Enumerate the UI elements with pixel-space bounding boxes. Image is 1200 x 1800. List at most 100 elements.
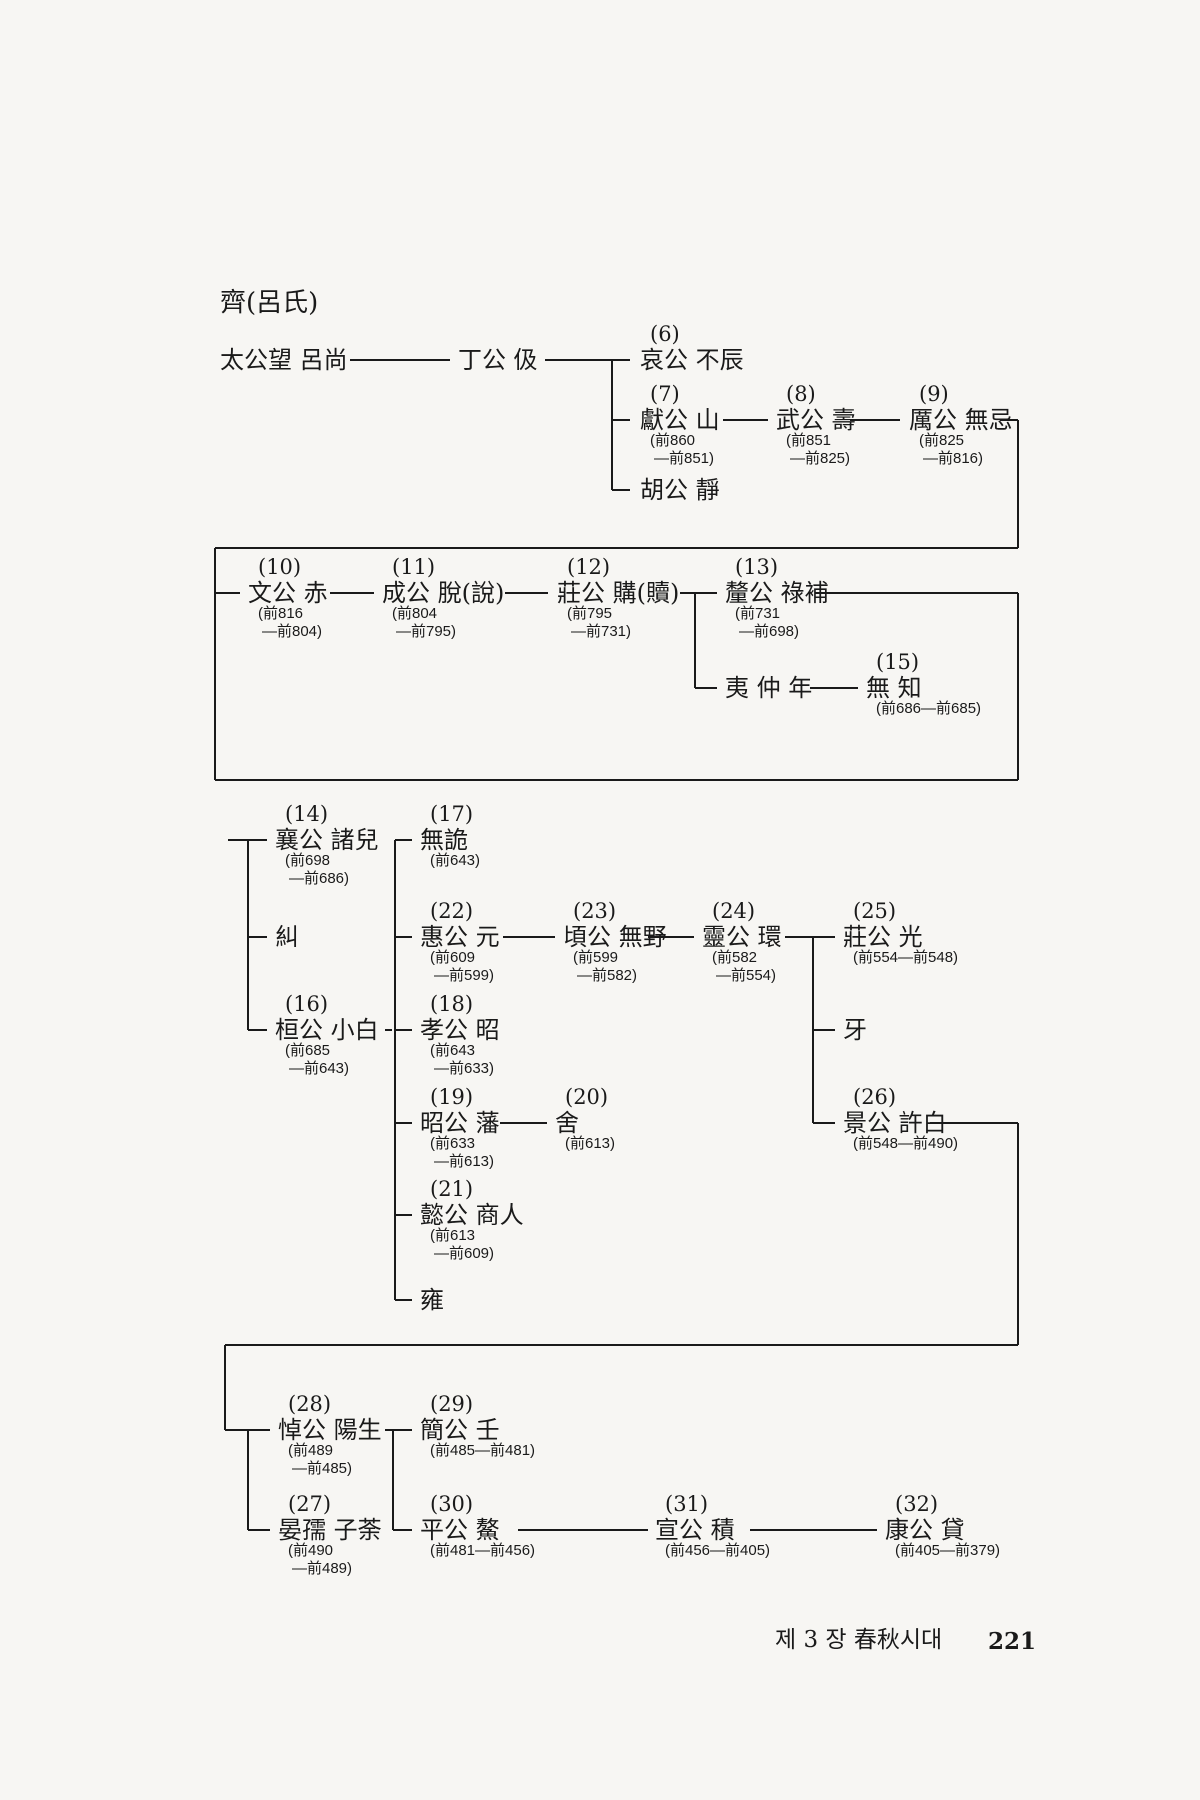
reign-dates-xiangong: (前860 [650, 432, 696, 449]
ruler-name-dinggong: 丁公 伋 [458, 346, 538, 374]
reign-dates-end-zhaogong: —前613) [434, 1153, 495, 1170]
ruler-name-huigong: 惠公 元 [420, 923, 500, 951]
reign-dates-end-huigong: —前599) [434, 967, 495, 984]
reign-dates-zhuanggong: (前795 [567, 605, 613, 622]
reign-dates-xianggong: (前698 [285, 852, 331, 869]
reign-dates-end-yigong: —前609) [434, 1245, 495, 1262]
reign-dates-yanru: (前490 [288, 1542, 334, 1559]
reign-number-wugong: (8) [786, 382, 816, 406]
ruler-name-jiu: 糾 [275, 923, 299, 951]
ruler-name-yanru: 晏孺 子荼 [278, 1516, 382, 1544]
reign-dates-end-xigong: —前698) [739, 623, 800, 640]
reign-number-xuangong: (31) [665, 1492, 709, 1516]
reign-dates-yigong: (前613 [430, 1227, 476, 1244]
reign-number-xiangong: (7) [650, 382, 680, 406]
ruler-name-yong: 雍 [420, 1286, 444, 1314]
ruler-name-ligong: 厲公 無忌 [909, 406, 1013, 434]
reign-dates-zhuanggong2: (前554—前548) [853, 949, 959, 966]
reign-number-yanru: (27) [288, 1492, 332, 1516]
reign-dates-xigong: (前731 [735, 605, 781, 622]
reign-number-linggong: (24) [712, 899, 756, 923]
reign-dates-wugong: (前851 [786, 432, 832, 449]
reign-number-ligong: (9) [919, 382, 949, 406]
reign-number-zhuanggong: (12) [567, 555, 611, 579]
ruler-name-linggong: 靈公 環 [702, 923, 782, 951]
ruler-name-xianggong: 襄公 諸兒 [275, 826, 379, 854]
ruler-name-she: 舍 [555, 1109, 579, 1137]
reign-number-zhaogong: (19) [430, 1085, 474, 1109]
reign-number-xiaogong: (18) [430, 992, 474, 1016]
reign-number-huangong: (16) [285, 992, 329, 1016]
ruler-name-xiaogong: 孝公 昭 [420, 1016, 500, 1044]
reign-dates-end-qinggong: —前582) [577, 967, 638, 984]
ruler-name-aigong: 哀公 不辰 [640, 346, 744, 374]
reign-dates-she: (前613) [565, 1135, 616, 1152]
ruler-name-qinggong: 頃公 無野 [563, 923, 667, 951]
ruler-name-xigong: 釐公 祿補 [725, 579, 829, 607]
reign-dates-end-chenggong: —前795) [396, 623, 457, 640]
reign-number-xigong: (13) [735, 555, 779, 579]
reign-dates-qinggong: (前599 [573, 949, 619, 966]
reign-number-qinggong: (23) [573, 899, 617, 923]
ruler-name-ya: 牙 [843, 1016, 867, 1044]
reign-dates-end-linggong: —前554) [716, 967, 777, 984]
reign-dates-end-ligong: —前816) [923, 450, 984, 467]
reign-number-wuzhi: (15) [876, 650, 920, 674]
page-number: 221 [988, 1628, 1037, 1655]
reign-dates-end-daogong: —前485) [292, 1460, 353, 1477]
page-title: 齊(呂氏) [220, 288, 319, 318]
ruler-name-wugong: 武公 壽 [776, 406, 856, 434]
reign-dates-ligong: (前825 [919, 432, 965, 449]
ruler-name-daogong: 悼公 陽生 [278, 1416, 382, 1444]
ruler-name-wugui: 無詭 [420, 826, 468, 854]
reign-number-xianggong: (14) [285, 802, 329, 826]
ruler-name-taigong: 太公望 呂尚 [220, 346, 348, 374]
ruler-name-wengong: 文公 赤 [248, 579, 328, 607]
reign-dates-kanggong: (前405—前379) [895, 1542, 1001, 1559]
ruler-name-jiangong: 簡公 壬 [420, 1416, 500, 1444]
reign-number-daogong: (28) [288, 1392, 332, 1416]
reign-dates-end-zhuanggong: —前731) [571, 623, 632, 640]
reign-dates-end-xiangong: —前851) [654, 450, 715, 467]
ruler-name-yizhongnian: 夷 仲 年 [725, 674, 813, 702]
reign-dates-wengong: (前816 [258, 605, 304, 622]
ruler-name-zhaogong: 昭公 藩 [420, 1109, 500, 1137]
ruler-name-pinggong: 平公 鰲 [420, 1516, 500, 1544]
reign-number-chenggong: (11) [392, 555, 436, 579]
reign-number-pinggong: (30) [430, 1492, 474, 1516]
ruler-name-zhuanggong2: 莊公 光 [843, 923, 923, 951]
ruler-name-kanggong: 康公 貸 [885, 1516, 965, 1544]
ruler-name-xiangong: 獻公 山 [640, 406, 720, 434]
ruler-name-yigong: 懿公 商人 [420, 1201, 524, 1229]
reign-dates-jinggong: (前548—前490) [853, 1135, 959, 1152]
ruler-name-xuangong: 宣公 積 [655, 1516, 735, 1544]
reign-number-wugui: (17) [430, 802, 474, 826]
ruler-name-huangong: 桓公 小白 [275, 1016, 379, 1044]
reign-number-aigong: (6) [650, 322, 680, 346]
reign-dates-chenggong: (前804 [392, 605, 438, 622]
reign-dates-pinggong: (前481—前456) [430, 1542, 536, 1559]
reign-dates-xiaogong: (前643 [430, 1042, 476, 1059]
ruler-name-jinggong: 景公 許白 [843, 1109, 947, 1137]
reign-dates-zhaogong: (前633 [430, 1135, 476, 1152]
reign-dates-linggong: (前582 [712, 949, 758, 966]
reign-number-she: (20) [565, 1085, 609, 1109]
reign-dates-end-yanru: —前489) [292, 1560, 353, 1577]
reign-dates-end-xianggong: —前686) [289, 870, 350, 887]
reign-dates-end-xiaogong: —前633) [434, 1060, 495, 1077]
ruler-name-chenggong: 成公 脫(說) [382, 579, 505, 607]
reign-number-zhuanggong2: (25) [853, 899, 897, 923]
reign-dates-end-huangong: —前643) [289, 1060, 350, 1077]
ruler-name-wuzhi: 無 知 [866, 674, 922, 702]
reign-number-wengong: (10) [258, 555, 302, 579]
reign-dates-wuzhi: (前686—前685) [876, 700, 982, 717]
reign-dates-jiangong: (前485—前481) [430, 1442, 536, 1459]
reign-dates-daogong: (前489 [288, 1442, 334, 1459]
reign-dates-huangong: (前685 [285, 1042, 331, 1059]
reign-number-kanggong: (32) [895, 1492, 939, 1516]
reign-dates-end-wengong: —前804) [262, 623, 323, 640]
reign-dates-huigong: (前609 [430, 949, 476, 966]
reign-number-jiangong: (29) [430, 1392, 474, 1416]
